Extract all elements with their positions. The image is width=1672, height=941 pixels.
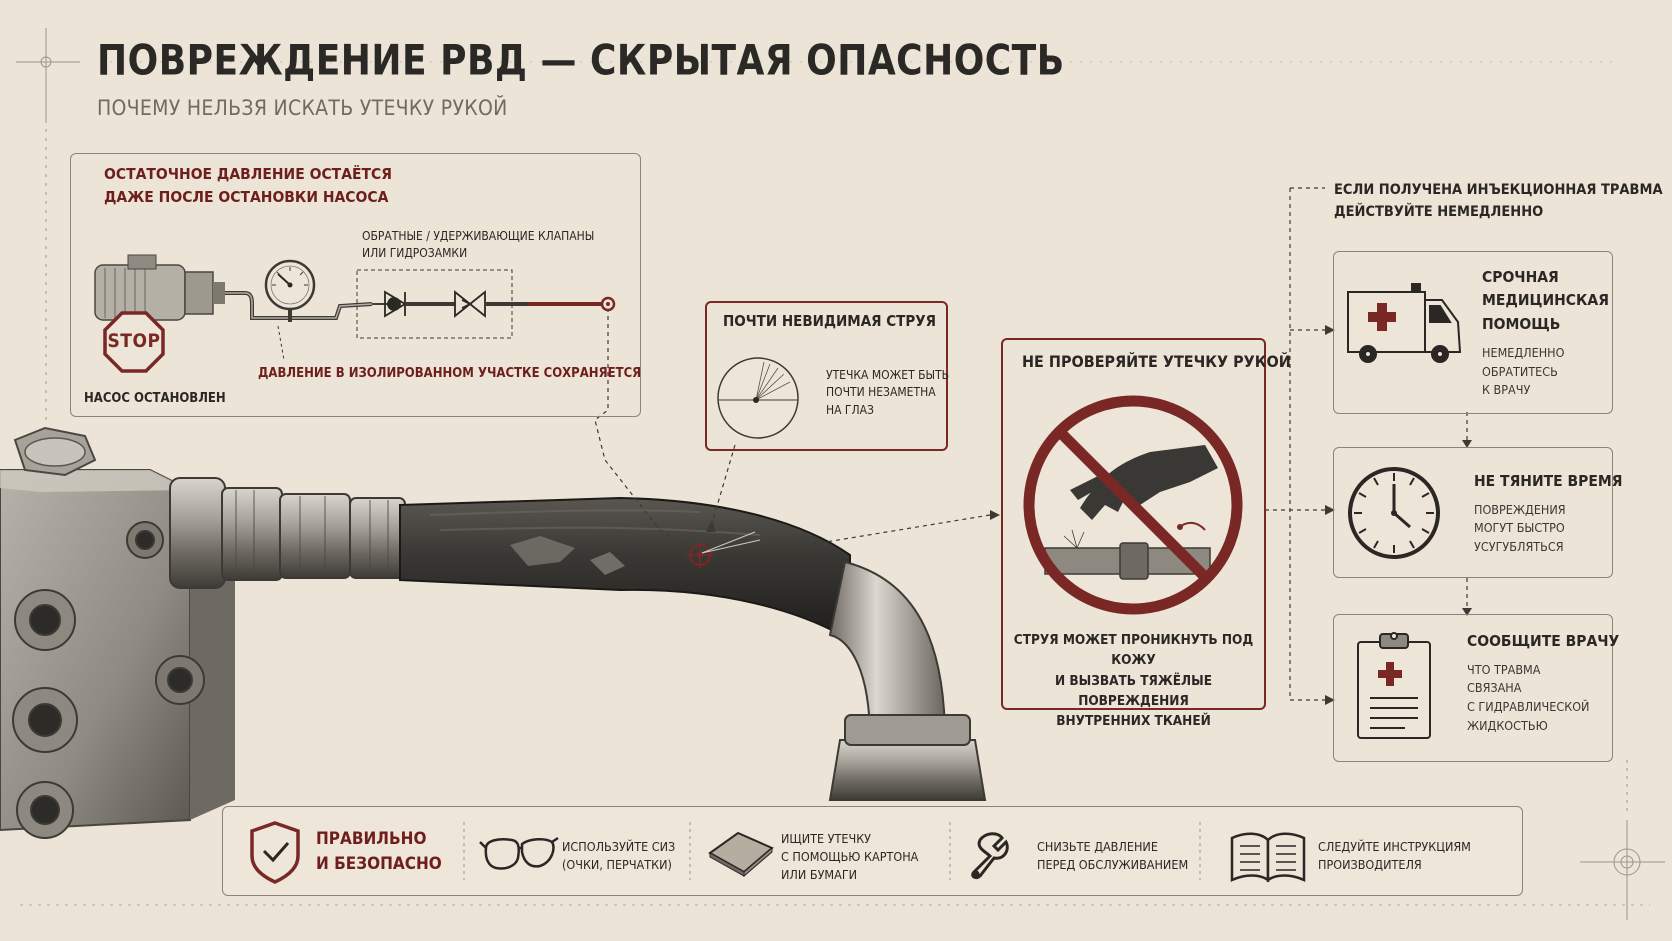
safety-item-depressurize: СНИЗЬТЕ ДАВЛЕНИЕ ПЕРЕД ОБСЛУЖИВАНИЕМ — [1037, 839, 1189, 873]
manual-icon — [1230, 832, 1306, 883]
safety-item-ppe: ИСПОЛЬЗУЙТЕ СИЗ (ОЧКИ, ПЕРЧАТКИ) — [562, 839, 676, 873]
check-valve-icon — [372, 290, 528, 318]
invisible-jet-heading: ПОЧТИ НЕВИДИМАЯ СТРУЯ — [723, 312, 937, 330]
invisible-jet-text: УТЕЧКА МОЖЕТ БЫТЬ ПОЧТИ НЕЗАМЕТНА НА ГЛА… — [826, 368, 950, 417]
cardboard-icon — [708, 831, 774, 878]
pressure-gauge-icon — [264, 259, 316, 322]
shield-check-icon — [250, 821, 300, 884]
pump-motor-icon — [94, 254, 225, 321]
pressure-kept-label: ДАВЛЕНИЕ В ИЗОЛИРОВАННОМ УЧАСТКЕ СОХРАНЯ… — [258, 366, 642, 381]
no-hand-warning-panel — [1001, 338, 1266, 710]
wrench-icon — [971, 832, 1009, 880]
goggles-icon — [479, 836, 559, 870]
step-card-dont-delay — [1333, 447, 1613, 578]
pump-stopped-label: НАСОС ОСТАНОВЛЕН — [84, 391, 226, 406]
safety-heading: ПРАВИЛЬНО И БЕЗОПАСНО — [316, 829, 442, 874]
step-dont-delay: НЕ ТЯНИТЕ ВРЕМЯ ПОВРЕЖДЕНИЯ МОГУТ БЫСТРО… — [1474, 472, 1623, 555]
check-valves-label: ОБРАТНЫЕ / УДЕРЖИВАЮЩИЕ КЛАПАНЫ ИЛИ ГИДР… — [362, 229, 595, 261]
stop-sign-label: STOP — [107, 330, 161, 352]
step-tell-doctor: СООБЩИТЕ ВРАЧУ ЧТО ТРАВМА СВЯЗАНА С ГИДР… — [1467, 632, 1620, 733]
injection-injury-heading: ЕСЛИ ПОЛУЧЕНА ИНЪЕКЦИОННАЯ ТРАВМА ДЕЙСТВ… — [1334, 182, 1663, 220]
safety-item-manual: СЛЕДУЙТЕ ИНСТРУКЦИЯМ ПРОИЗВОДИТЕЛЯ — [1318, 839, 1471, 873]
residual-pressure-panel — [70, 153, 641, 417]
safety-item-cardboard: ИЩИТЕ УТЕЧКУ С ПОМОЩЬЮ КАРТОНА ИЛИ БУМАГ… — [781, 831, 919, 883]
page-subtitle: ПОЧЕМУ НЕЛЬЗЯ ИСКАТЬ УТЕЧКУ РУКОЙ — [97, 96, 508, 120]
clock-icon — [1348, 467, 1440, 559]
invisible-jet-panel — [705, 301, 948, 451]
stop-sign-icon — [103, 311, 165, 373]
step-card-medical-help — [1333, 251, 1613, 414]
safety-bar — [222, 806, 1523, 896]
residual-pressure-heading: ОСТАТОЧНОЕ ДАВЛЕНИЕ ОСТАЁТСЯ ДАЖЕ ПОСЛЕ … — [104, 165, 392, 207]
step-card-tell-doctor — [1333, 614, 1613, 762]
ambulance-icon — [1347, 283, 1462, 363]
clipboard-icon — [1357, 632, 1431, 739]
page-title: ПОВРЕЖДЕНИЕ РВД — СКРЫТАЯ ОПАСНОСТЬ — [97, 36, 1065, 86]
no-hand-warning-heading: НЕ ПРОВЕРЯЙТЕ УТЕЧКУ РУКОЙ — [1022, 352, 1291, 371]
no-hand-warning-text: СТРУЯ МОЖЕТ ПРОНИКНУТЬ ПОД КОЖУ И ВЫЗВАТ… — [1013, 632, 1254, 729]
step-medical-help: СРОЧНАЯ МЕДИЦИНСКАЯ ПОМОЩЬ НЕМЕДЛЕННО ОБ… — [1482, 268, 1609, 398]
